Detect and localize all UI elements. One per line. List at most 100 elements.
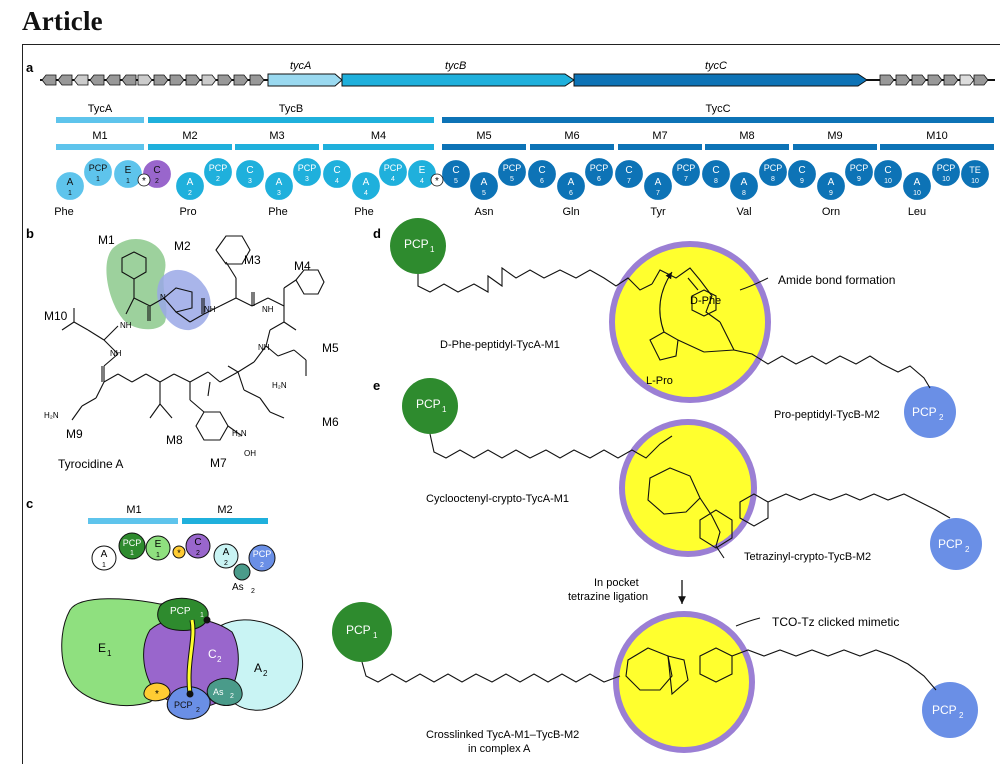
c-t-e1-sub: 1	[156, 552, 160, 559]
protein-label-tycB: TycB	[279, 103, 303, 115]
domain-c2-subscript: 2	[155, 178, 159, 185]
domain-pcp3-label: PCP	[298, 163, 317, 173]
c-t-a1: A	[101, 549, 108, 560]
d-lpro-label: L-Pro	[646, 375, 673, 387]
domain-pcp3	[291, 156, 323, 188]
c-t-e1: E	[155, 539, 162, 550]
module-label-m4: M4	[371, 130, 386, 142]
panel-label-a: a	[26, 60, 34, 75]
e-arrow-label-1: In pocket	[594, 577, 639, 589]
b-label-m2: M2	[174, 239, 191, 253]
amino-acid-tyr: Tyr	[650, 206, 666, 218]
c-blob-label-e1-sub: 1	[107, 649, 112, 658]
b-atom-nh-2: NH	[204, 305, 216, 314]
c-blob-label-as2-sub: 2	[230, 693, 234, 700]
d-label-right: Pro-peptidyl-TycB-M2	[774, 409, 880, 421]
domain-a8-label: A	[741, 177, 748, 188]
d-pcp1-text: PCP	[404, 237, 429, 251]
amino-acid-val: Val	[736, 206, 751, 218]
c-t-c2-sub: 2	[196, 550, 200, 557]
b-atom-nh-4: NH	[258, 343, 270, 352]
domain-c6-label: C	[538, 165, 545, 176]
panel-d-amide-bond: PCP 1 PCP 2 Amide bond formation	[390, 218, 956, 438]
domain-a5	[468, 170, 500, 202]
protein-bar-tycB	[148, 117, 434, 123]
module-label-m9: M9	[827, 130, 842, 142]
domain-a3	[263, 170, 295, 202]
domain-e4-subscript: 4	[420, 178, 424, 185]
amino-acid-pro: Pro	[179, 206, 196, 218]
domain-pcp7-label: PCP	[677, 163, 696, 173]
domain-a9-subscript: 9	[829, 190, 833, 197]
domain-te10-subscript: 10	[971, 178, 979, 185]
gene-tycB-arrow	[341, 73, 575, 87]
domain-c7-subscript: 7	[627, 178, 631, 185]
domain-c4-subscript: 4	[335, 178, 339, 185]
c-t-as2-sub: 2	[251, 588, 255, 595]
c-label-m2: M2	[217, 504, 232, 516]
d-dphe-label: D-Phe	[690, 295, 721, 307]
c-label-m1: M1	[126, 504, 141, 516]
module-bar-m2	[148, 144, 232, 150]
amino-acid-phe: Phe	[54, 206, 74, 218]
module-label-m1: M1	[92, 130, 107, 142]
domain-e4-label: E	[419, 165, 426, 176]
domain-c8-label: C	[712, 165, 719, 176]
panel-label-e: e	[373, 378, 380, 393]
domain-c3-label: C	[246, 165, 253, 176]
domain-pcp6-label: PCP	[590, 163, 609, 173]
gene-tycC-label: tycC	[705, 60, 727, 72]
page-title: Article	[22, 6, 103, 36]
domain-c5-label: C	[452, 165, 459, 176]
domain-a9-label: A	[828, 177, 835, 188]
protein-bar-tycA	[56, 117, 144, 123]
domain-a8-subscript: 8	[742, 190, 746, 197]
b-atom-oh: OH	[244, 449, 256, 458]
flanking-gene-right	[895, 74, 911, 86]
domain-c4-label: C	[333, 165, 340, 176]
title-rule	[22, 44, 1000, 45]
flanking-gene-left	[41, 74, 57, 86]
e-label-bottom-1: Crosslinked TycA-M1–TycB-M2	[426, 729, 579, 741]
domain-a1-subscript: 1	[68, 190, 72, 197]
gene-tycA-label: tycA	[290, 60, 311, 72]
epimerization-star-1	[137, 173, 151, 187]
domain-pcp10-label: PCP	[937, 163, 956, 173]
module-bar-m1	[56, 144, 144, 150]
domain-e1-subscript: 1	[126, 178, 130, 185]
domain-a8	[728, 170, 760, 202]
domain-c7	[613, 158, 645, 190]
panel-e-tetrazine-ligation: PCP 1 PCP 2 Cyclooctenyl-crypto-TycA-M1 …	[332, 378, 982, 755]
flanking-gene-left	[169, 74, 185, 86]
c-blob-label-c2: C	[208, 647, 217, 661]
b-atom-n-1: N	[160, 293, 166, 302]
b-label-m7: M7	[210, 456, 227, 470]
module-bar-m7	[618, 144, 702, 150]
b-atom-nh2-2: H₂N	[232, 429, 247, 438]
flanking-gene-left	[89, 74, 105, 86]
domain-c3	[234, 158, 266, 190]
domain-c7-label: C	[625, 165, 632, 176]
c-blob-label-e1: E	[98, 641, 106, 655]
e-annotation: TCO-Tz clicked mimetic	[772, 615, 899, 629]
domain-pcp1-subscript: 1	[96, 176, 100, 183]
flanking-gene-right	[879, 74, 895, 86]
flanking-gene-left	[105, 74, 121, 86]
module-bar-m5	[442, 144, 526, 150]
b-atom-nh-5: NH	[110, 349, 122, 358]
domain-pcp7	[670, 156, 702, 188]
d-pcp1-sub: 1	[430, 245, 435, 254]
d-linker-left	[417, 266, 721, 323]
d-linker-right	[649, 321, 931, 389]
domain-a10-subscript: 10	[913, 190, 921, 197]
c-bar-m1	[88, 518, 178, 524]
panel-label-b: b	[26, 226, 34, 241]
domain-pcp6-subscript: 6	[597, 176, 601, 183]
flanking-gene-left	[201, 74, 217, 86]
module-label-m5: M5	[476, 130, 491, 142]
e-linker-top	[429, 433, 951, 559]
panel-label-c: c	[26, 496, 33, 511]
b-atom-h2n: H₂N	[44, 411, 59, 420]
domain-pcp3-subscript: 3	[305, 176, 309, 183]
